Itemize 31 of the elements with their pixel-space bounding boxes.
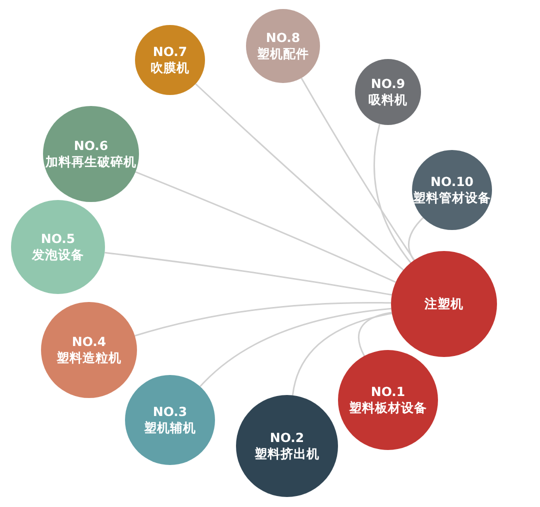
connector-line: [104, 252, 392, 296]
rank-label: NO.6: [74, 138, 108, 154]
category-label: 吸料机: [368, 92, 408, 108]
category-label: 塑料造粒机: [56, 350, 122, 366]
category-label: 塑机配件: [257, 46, 309, 62]
rank-label: NO.3: [152, 404, 188, 420]
connector-line: [300, 78, 415, 261]
connector-line: [135, 171, 396, 283]
connector-line: [134, 302, 392, 336]
rank-label: NO.5: [40, 231, 76, 247]
category-label: 吹膜机: [150, 60, 190, 76]
connector-line: [408, 217, 424, 261]
category-label: 塑料板材设备: [349, 400, 427, 416]
rank-label: NO.1: [370, 384, 406, 400]
connector-line: [374, 124, 412, 264]
category-label: 塑机辅机: [144, 420, 196, 436]
connector-line: [292, 312, 392, 396]
rank-label: NO.4: [72, 334, 106, 350]
rank-label: NO.9: [370, 76, 406, 92]
category-label: 塑料管材设备: [413, 190, 491, 206]
category-label: 注塑机: [424, 296, 464, 312]
category-label: 发泡设备: [32, 247, 84, 263]
category-label: 塑料挤出机: [254, 446, 320, 462]
rank-label: NO.10: [430, 174, 474, 190]
rank-label: NO.7: [152, 44, 188, 60]
rank-label: NO.8: [266, 30, 300, 46]
connector-line: [358, 312, 392, 356]
connector-line: [195, 83, 404, 271]
rank-label: NO.2: [270, 430, 304, 446]
connector-line: [200, 308, 392, 388]
category-label: 加料再生破碎机: [46, 154, 136, 170]
